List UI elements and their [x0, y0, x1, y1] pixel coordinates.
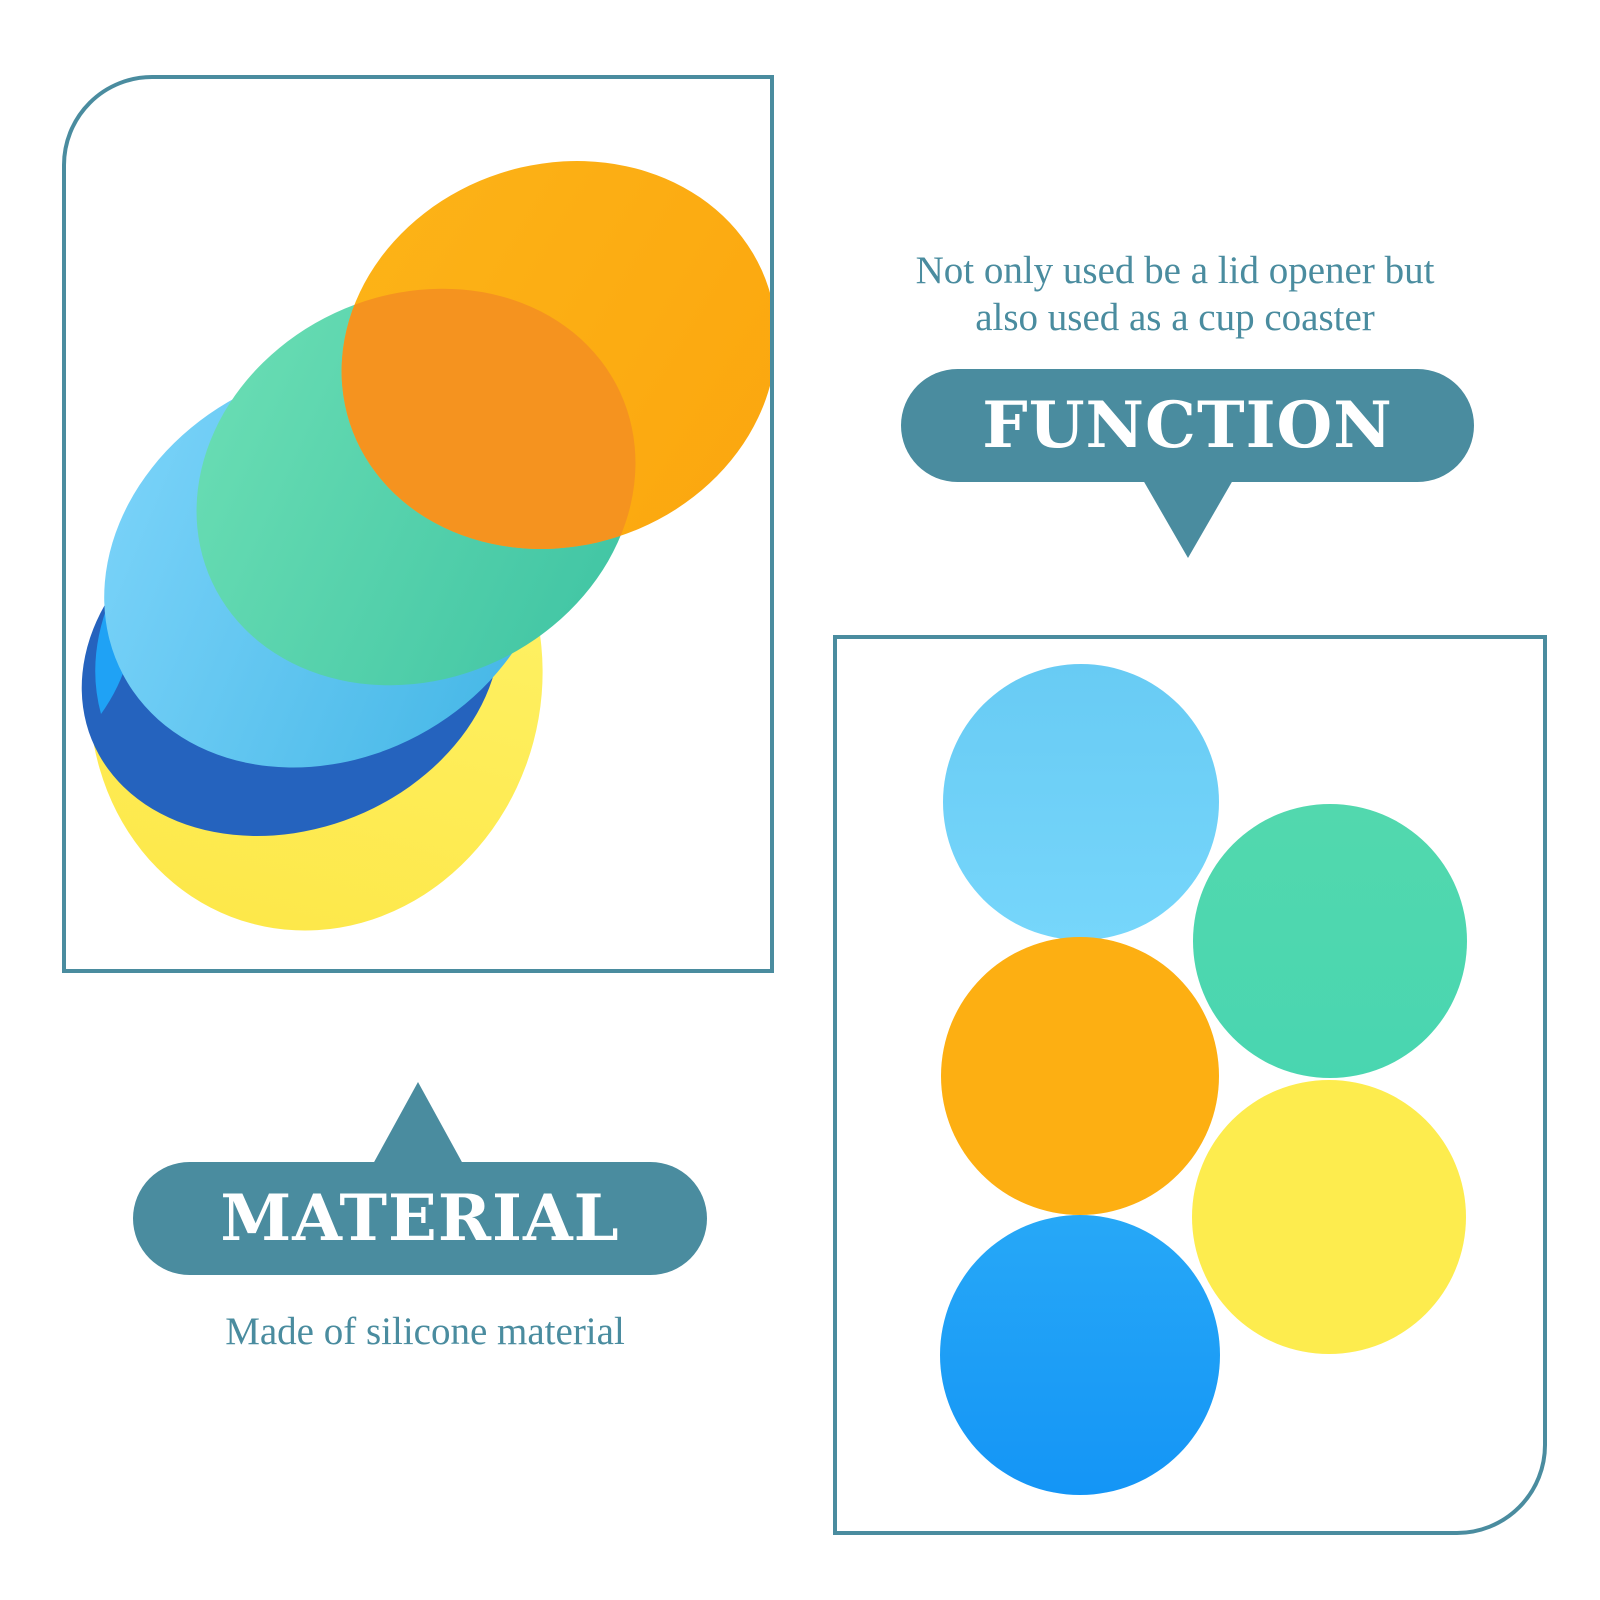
material-label-badge: MATERIAL: [133, 1162, 707, 1275]
function-description: Not only used be a lid opener but also u…: [915, 249, 1435, 339]
coasters-image-frame: [833, 635, 1547, 1535]
material-pointer-arrow: [373, 1082, 463, 1164]
stacked-lids-illustration: [81, 161, 770, 931]
material-label: MATERIAL: [220, 1181, 620, 1256]
function-label-badge: FUNCTION: [901, 369, 1474, 482]
green-coaster: [1193, 804, 1467, 1078]
function-pointer-arrow: [1143, 480, 1233, 558]
function-label: FUNCTION: [982, 388, 1393, 463]
stacked-lids-image-frame: [62, 75, 774, 973]
yellow-coaster: [1192, 1080, 1466, 1354]
material-description: Made of silicone material: [225, 1310, 625, 1353]
sky-blue-coaster: [943, 664, 1219, 940]
orange-coaster: [941, 937, 1219, 1215]
blue-coaster: [940, 1215, 1220, 1495]
coasters-illustration: [940, 664, 1467, 1495]
